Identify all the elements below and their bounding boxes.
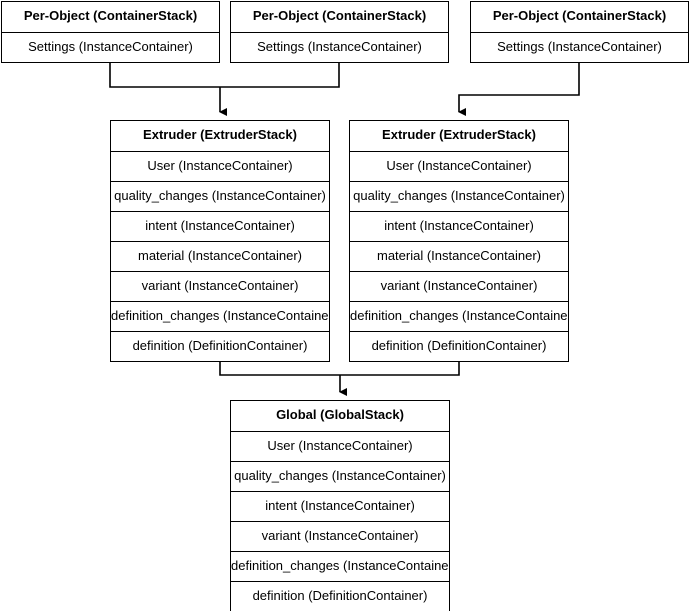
extruder-extruderstack-1-header: Extruder (ExtruderStack) [111,121,329,151]
extruder-extruderstack-2-row[interactable]: definition_changes (InstanceContainer) [350,301,568,331]
per-object-containerstack-3-row[interactable]: Settings (InstanceContainer) [471,32,688,62]
global-globalstack-row[interactable]: quality_changes (InstanceContainer) [231,461,449,491]
extruder-extruderstack-2-row[interactable]: material (InstanceContainer) [350,241,568,271]
extruder-extruderstack-2-row[interactable]: variant (InstanceContainer) [350,271,568,301]
per-object-containerstack-3[interactable]: Per-Object (ContainerStack)Settings (Ins… [470,1,689,63]
extruder-extruderstack-1-row[interactable]: variant (InstanceContainer) [111,271,329,301]
edge-per-object-1-to-extruder-1 [109,61,220,88]
global-globalstack-row[interactable]: definition (DefinitionContainer) [231,581,449,611]
extruder-extruderstack-2[interactable]: Extruder (ExtruderStack)User (InstanceCo… [349,120,569,362]
global-globalstack-row[interactable]: definition_changes (InstanceContainer) [231,551,449,581]
per-object-containerstack-1[interactable]: Per-Object (ContainerStack)Settings (Ins… [1,1,220,63]
global-globalstack-row[interactable]: User (InstanceContainer) [231,431,449,461]
per-object-containerstack-2-row[interactable]: Settings (InstanceContainer) [231,32,448,62]
extruder-extruderstack-1-row[interactable]: intent (InstanceContainer) [111,211,329,241]
edge-extruder-2-to-global [340,360,460,376]
per-object-containerstack-1-header: Per-Object (ContainerStack) [2,2,219,32]
per-object-containerstack-2[interactable]: Per-Object (ContainerStack)Settings (Ins… [230,1,449,63]
edge-per-object-2-to-extruder-1 [220,61,340,88]
extruder-extruderstack-2-row[interactable]: quality_changes (InstanceContainer) [350,181,568,211]
extruder-extruderstack-1[interactable]: Extruder (ExtruderStack)User (InstanceCo… [110,120,330,362]
global-globalstack-row[interactable]: intent (InstanceContainer) [231,491,449,521]
per-object-containerstack-3-header: Per-Object (ContainerStack) [471,2,688,32]
global-globalstack-header: Global (GlobalStack) [231,401,449,431]
extruder-extruderstack-1-row[interactable]: definition_changes (InstanceContainer) [111,301,329,331]
per-object-containerstack-2-header: Per-Object (ContainerStack) [231,2,448,32]
per-object-containerstack-1-row[interactable]: Settings (InstanceContainer) [2,32,219,62]
edge-extruder-1-to-global [219,360,340,376]
global-globalstack-row[interactable]: variant (InstanceContainer) [231,521,449,551]
extruder-extruderstack-1-row[interactable]: User (InstanceContainer) [111,151,329,181]
extruder-extruderstack-2-header: Extruder (ExtruderStack) [350,121,568,151]
edge-per-object-3-to-extruder-2 [458,61,580,116]
global-globalstack[interactable]: Global (GlobalStack)User (InstanceContai… [230,400,450,611]
extruder-extruderstack-2-row[interactable]: User (InstanceContainer) [350,151,568,181]
extruder-extruderstack-2-row[interactable]: intent (InstanceContainer) [350,211,568,241]
extruder-extruderstack-1-row[interactable]: quality_changes (InstanceContainer) [111,181,329,211]
extruder-extruderstack-1-row[interactable]: definition (DefinitionContainer) [111,331,329,361]
extruder-extruderstack-1-row[interactable]: material (InstanceContainer) [111,241,329,271]
extruder-extruderstack-2-row[interactable]: definition (DefinitionContainer) [350,331,568,361]
